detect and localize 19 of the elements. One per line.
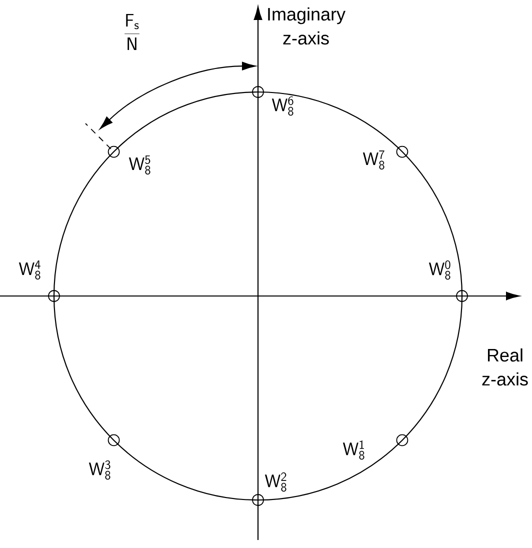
point-marker xyxy=(396,146,408,158)
point-label: $\mathsf{W}_{\mathsf{8}}^{\mathsf{0}}$ xyxy=(428,260,450,280)
point-marker xyxy=(396,434,408,446)
point-marker xyxy=(48,290,60,302)
point-marker xyxy=(108,146,120,158)
point-marker xyxy=(108,434,120,446)
axis-label: Real z-axis xyxy=(482,348,528,386)
point-marker xyxy=(252,86,264,98)
dimension-label: $\frac{\mathsf{F}_{\mathsf{s}}}{\mathsf{N}}$ xyxy=(124,14,140,50)
point-label: $\mathsf{W}_{\mathsf{8}}^{\mathsf{5}}$ xyxy=(128,155,150,175)
point-label: $\mathsf{W}_{\mathsf{8}}^{\mathsf{4}}$ xyxy=(18,260,40,280)
point-label: $\mathsf{W}_{\mathsf{8}}^{\mathsf{6}}$ xyxy=(272,96,294,116)
point-label: $\mathsf{W}_{\mathsf{8}}^{\mathsf{3}}$ xyxy=(88,460,110,480)
axis-label: Imaginary z-axis xyxy=(268,7,346,45)
point-label: $\mathsf{W}_{\mathsf{8}}^{\mathsf{1}}$ xyxy=(342,440,364,460)
point-marker xyxy=(456,290,468,302)
point-marker xyxy=(252,494,264,506)
point-label: $\mathsf{W}_{\mathsf{8}}^{\mathsf{2}}$ xyxy=(264,472,286,492)
point-label: $\mathsf{W}_{\mathsf{8}}^{\mathsf{7}}$ xyxy=(362,150,384,170)
